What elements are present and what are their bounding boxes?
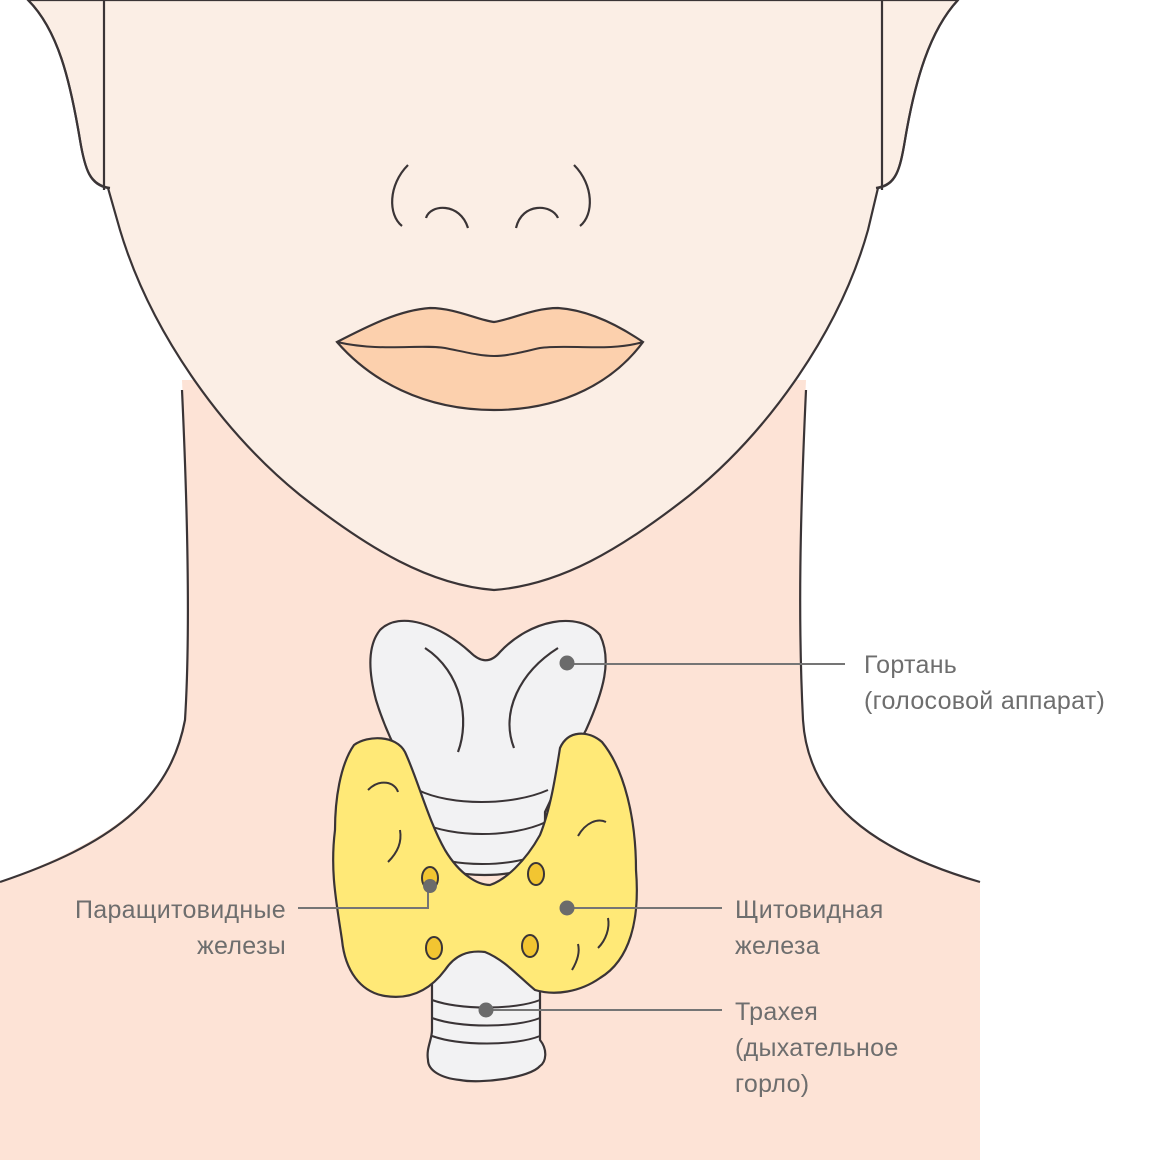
parathyroid-pointer-line xyxy=(298,890,429,909)
parathyroid-gland-upper-right xyxy=(527,862,545,886)
thyroid-detail-5 xyxy=(571,943,580,971)
nose-left-wing xyxy=(391,164,409,227)
lips xyxy=(335,306,645,412)
thyroid-label-line2: железа xyxy=(735,932,820,960)
ear-right-outline xyxy=(875,0,959,190)
lips-seam xyxy=(336,341,644,358)
larynx-label: Гортань (голосовой аппарат) xyxy=(864,647,1105,719)
parathyroid-gland-lower-left xyxy=(425,936,443,960)
face-shape xyxy=(26,0,960,592)
parathyroid-pointer-dot xyxy=(423,879,437,893)
parathyroid-label-line2: железы xyxy=(197,932,286,960)
nostril-left xyxy=(424,206,470,229)
neck-outline-right xyxy=(799,389,981,884)
thyroid-label: Щитовидная железа xyxy=(735,892,884,964)
trachea-label-line2: (дыхательное xyxy=(735,1034,899,1062)
thyroid-label-line1: Щитовидная xyxy=(735,896,884,924)
nostril-right xyxy=(514,206,560,229)
thyroid-pointer-dot xyxy=(559,900,575,916)
larynx-curve-left xyxy=(424,647,465,753)
trachea-ring-3 xyxy=(431,1035,541,1045)
thyroid-detail-1 xyxy=(367,781,399,793)
nose-right-wing xyxy=(573,164,591,227)
trachea-label: Трахея (дыхательное горло) xyxy=(735,994,899,1102)
parathyroid-label: Паращитовидные железы xyxy=(75,892,286,964)
larynx-label-line1: Гортань xyxy=(864,651,958,679)
trachea-ring-2 xyxy=(431,1017,541,1027)
trachea-label-line1: Трахея xyxy=(735,998,819,1026)
larynx-label-line2: (голосовой аппарат) xyxy=(864,687,1106,715)
neck-outline-left xyxy=(0,389,189,884)
ear-left-outline xyxy=(27,0,111,190)
thyroid-detail-3 xyxy=(577,819,607,837)
trachea-label-line3: горло) xyxy=(735,1070,810,1098)
thyroid-gland xyxy=(332,732,638,998)
larynx-pointer-dot xyxy=(559,655,575,671)
larynx-curve-right xyxy=(508,647,559,749)
larynx-ring-1 xyxy=(417,789,549,803)
parathyroid-gland-lower-right xyxy=(521,934,539,958)
trachea-pointer-dot xyxy=(478,1002,494,1018)
parathyroid-label-line1: Паращитовидные xyxy=(75,896,286,924)
thyroid-detail-4 xyxy=(597,917,610,949)
thyroid-detail-2 xyxy=(387,829,402,863)
